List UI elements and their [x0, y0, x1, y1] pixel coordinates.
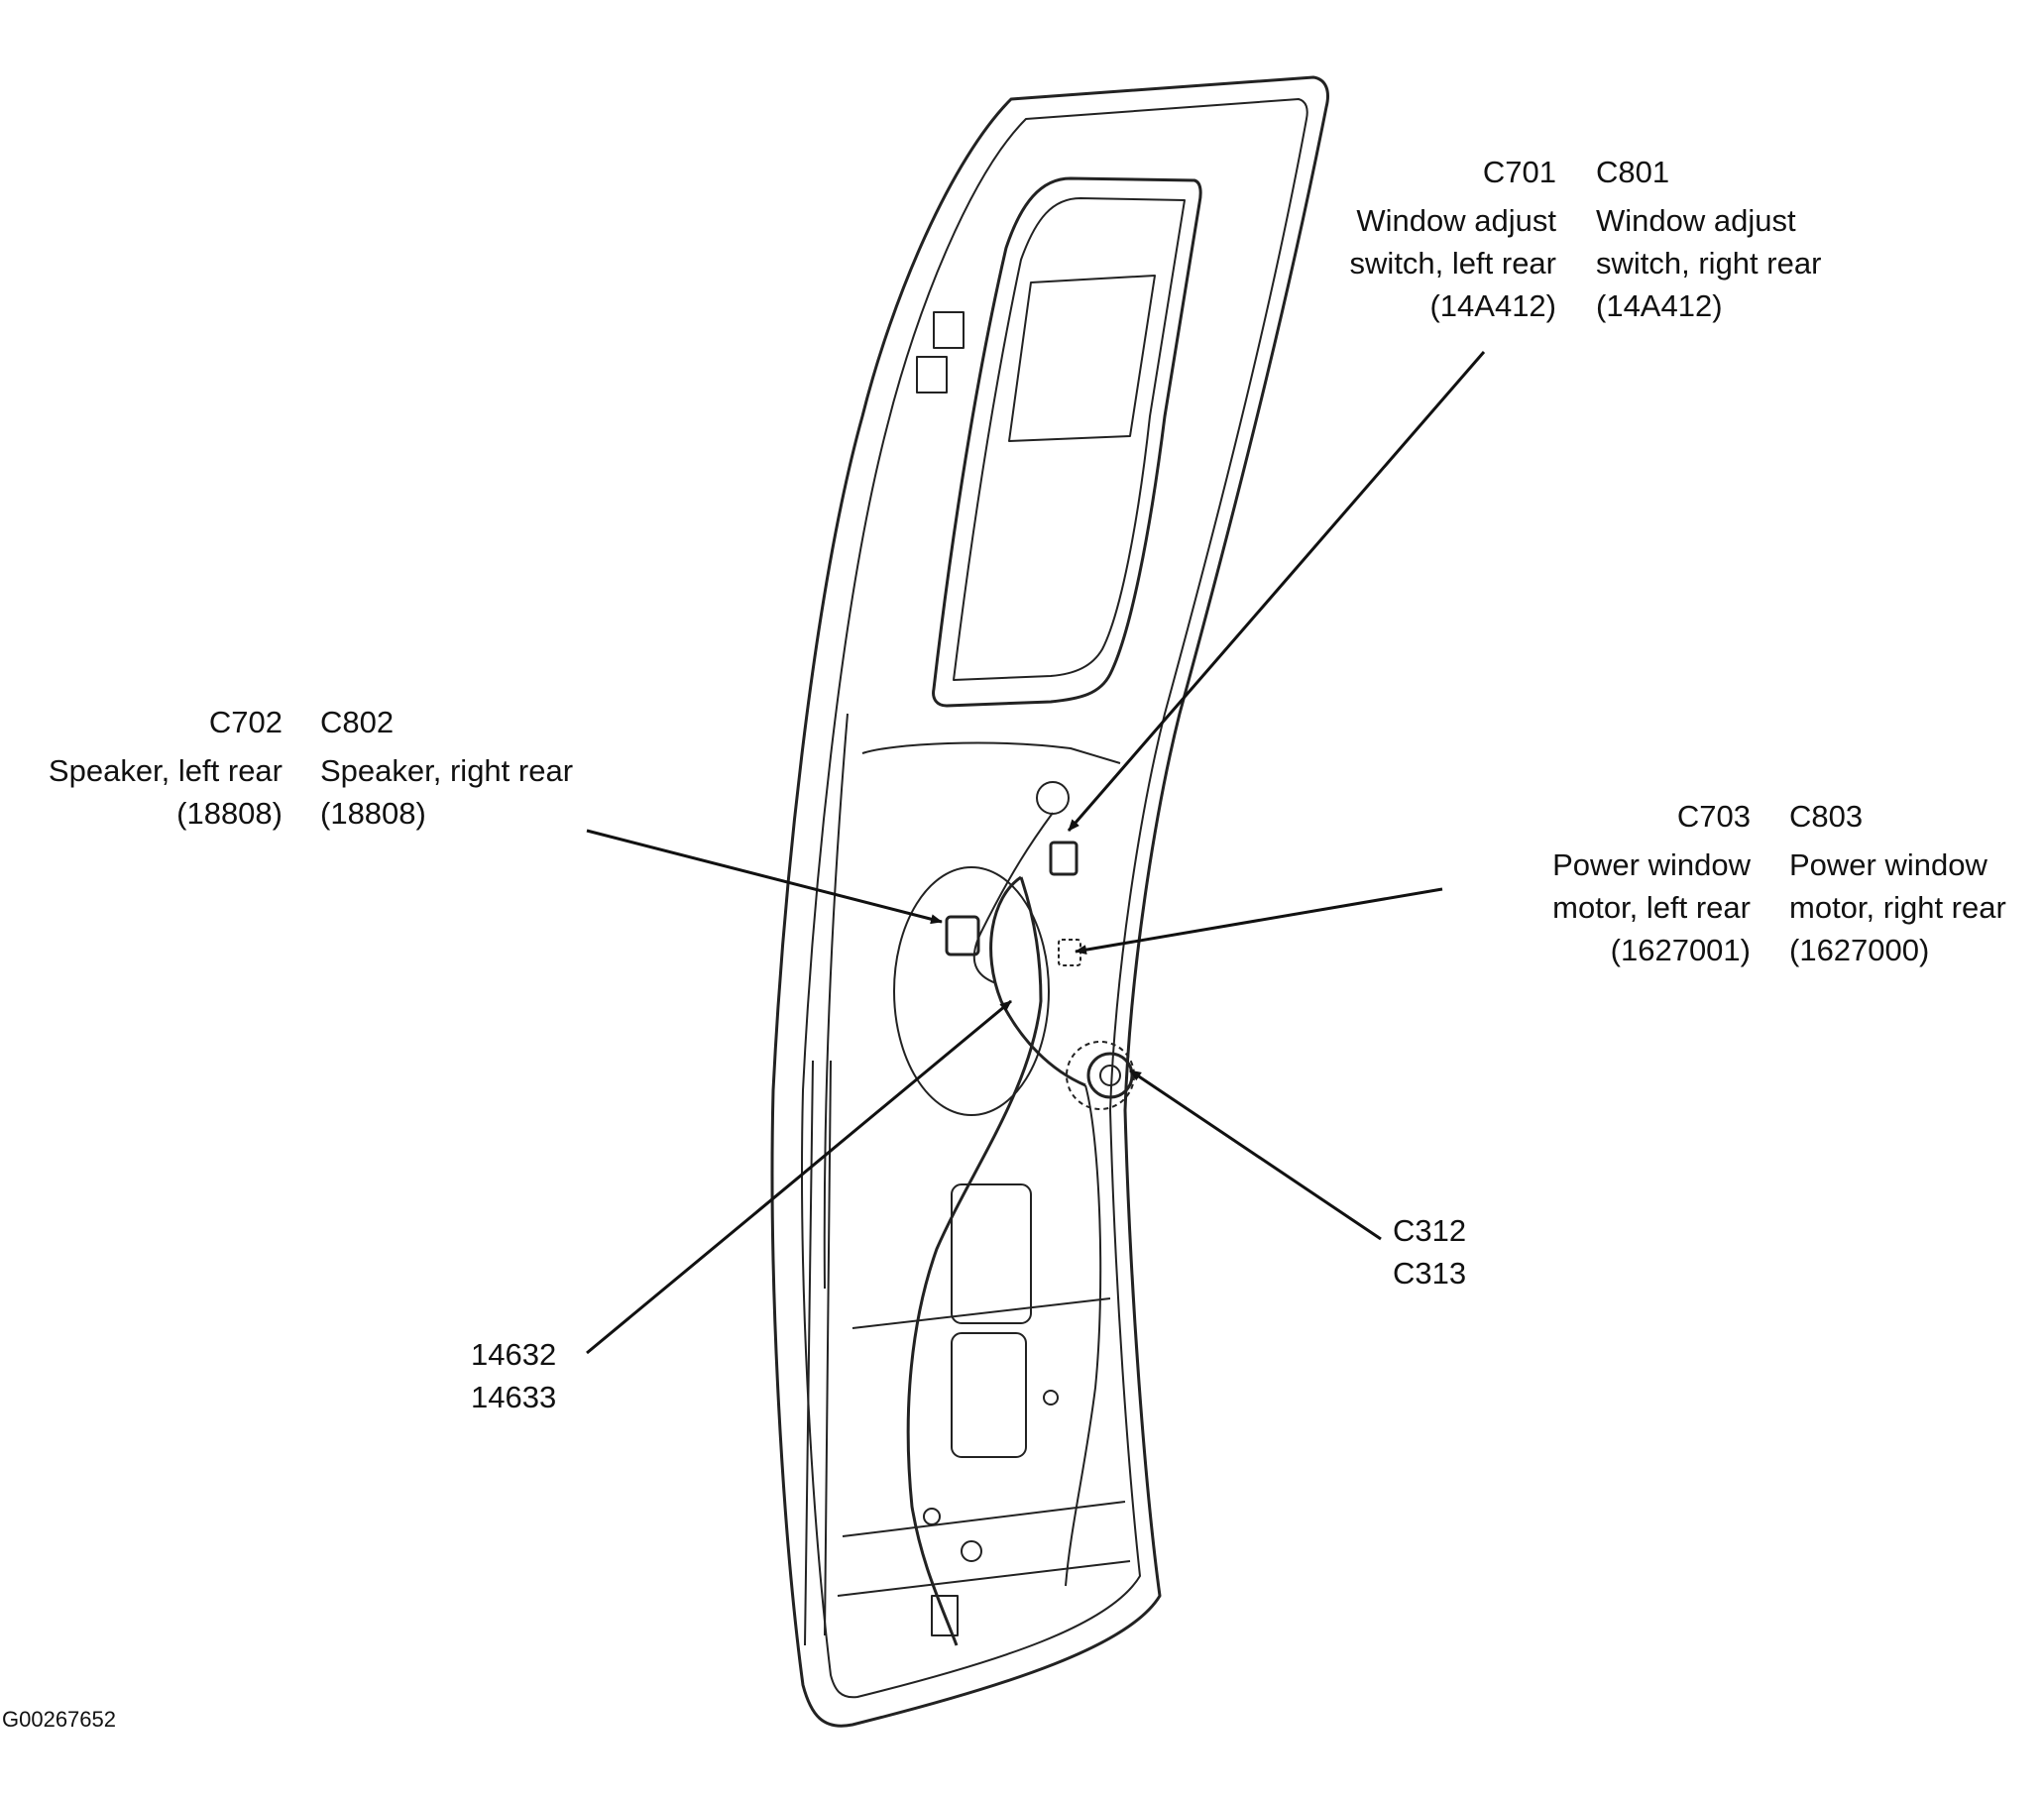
door-outer-edge: [770, 75, 1329, 1728]
wiring-harness: [906, 812, 1135, 1646]
harness-number: 14633: [471, 1380, 557, 1414]
window-glass-panel: [1008, 275, 1156, 442]
leader-speaker: [586, 829, 943, 925]
part-number: (18808): [320, 796, 426, 831]
mount-hole-3: [1043, 1390, 1059, 1406]
harness-upper: [972, 812, 1054, 984]
lower-grommet-inner: [1099, 1065, 1121, 1086]
access-hole-lower: [951, 1332, 1027, 1458]
connector-code: C803: [1789, 799, 1864, 834]
window-opening: [932, 176, 1202, 708]
callout-line: Window adjust: [1356, 203, 1556, 238]
switch-connector: [1049, 841, 1079, 876]
callout-speaker-right: C802 Speaker, right rear (18808): [320, 701, 618, 835]
callout-window-switch-left: C701 Window adjust switch, left rear (14…: [1279, 151, 1556, 327]
connector-code: C702: [208, 705, 283, 739]
callout-window-switch-right: C801 Window adjust switch, right rear (1…: [1596, 151, 1874, 327]
window-opening-inner: [953, 197, 1186, 681]
callout-line: motor, left rear: [1552, 890, 1751, 925]
callout-line: Window adjust: [1596, 203, 1796, 238]
callout-line: switch, left rear: [1349, 246, 1556, 281]
door-flange-left: [804, 713, 849, 1646]
speaker-connector: [945, 915, 980, 956]
connector-code: C802: [320, 705, 395, 739]
callout-speaker-left: C702 Speaker, left rear (18808): [20, 701, 283, 835]
harness-number: 14632: [471, 1337, 557, 1372]
handle-bracket-2: [916, 356, 948, 394]
callout-harness: 14632 14633: [471, 1333, 590, 1418]
connector-code: C312: [1393, 1213, 1467, 1248]
harness-right: [1065, 1084, 1102, 1587]
part-number: (14A412): [1596, 288, 1723, 323]
figure-id: G00267652: [2, 1707, 116, 1732]
upper-grommet: [1036, 781, 1070, 815]
leader-lines: [586, 351, 1486, 1355]
harness-loop: [989, 875, 1086, 1087]
connector-code: C313: [1393, 1256, 1467, 1291]
leader-body-connector: [1129, 1069, 1382, 1241]
leader-window-motor: [1075, 887, 1443, 956]
part-number: (14A412): [1429, 288, 1556, 323]
connector-code: C701: [1482, 155, 1556, 189]
door-inner-edge: [801, 98, 1308, 1699]
mount-hole-1: [961, 1540, 982, 1562]
harness-main: [906, 876, 1043, 1646]
leader-window-switch: [1067, 351, 1486, 832]
callout-line: Power window: [1789, 847, 1987, 882]
connector-code: C801: [1596, 155, 1670, 189]
connector-code: C703: [1676, 799, 1751, 834]
speaker-opening: [893, 866, 1050, 1116]
mount-hole-2: [923, 1508, 941, 1525]
callout-line: Speaker, left rear: [48, 753, 283, 788]
part-number: (1627001): [1610, 933, 1751, 967]
door-lower-panel: [837, 741, 1131, 1597]
latch-bracket: [931, 1595, 959, 1636]
part-number: (1627000): [1789, 933, 1930, 967]
callout-line: switch, right rear: [1596, 246, 1822, 281]
callout-window-motor-right: C803 Power window motor, right rear (162…: [1789, 795, 2037, 971]
callout-line: Power window: [1552, 847, 1751, 882]
access-hole-upper: [951, 1183, 1032, 1324]
handle-bracket-1: [933, 311, 965, 349]
callout-body-connector: C312 C313: [1393, 1209, 1512, 1294]
leader-harness: [586, 999, 1012, 1355]
callout-line: Speaker, right rear: [320, 753, 574, 788]
callout-line: motor, right rear: [1789, 890, 2006, 925]
door-panel: [770, 75, 1329, 1728]
callout-window-motor-left: C703 Power window motor, left rear (1627…: [1447, 795, 1751, 971]
part-number: (18808): [176, 796, 283, 831]
